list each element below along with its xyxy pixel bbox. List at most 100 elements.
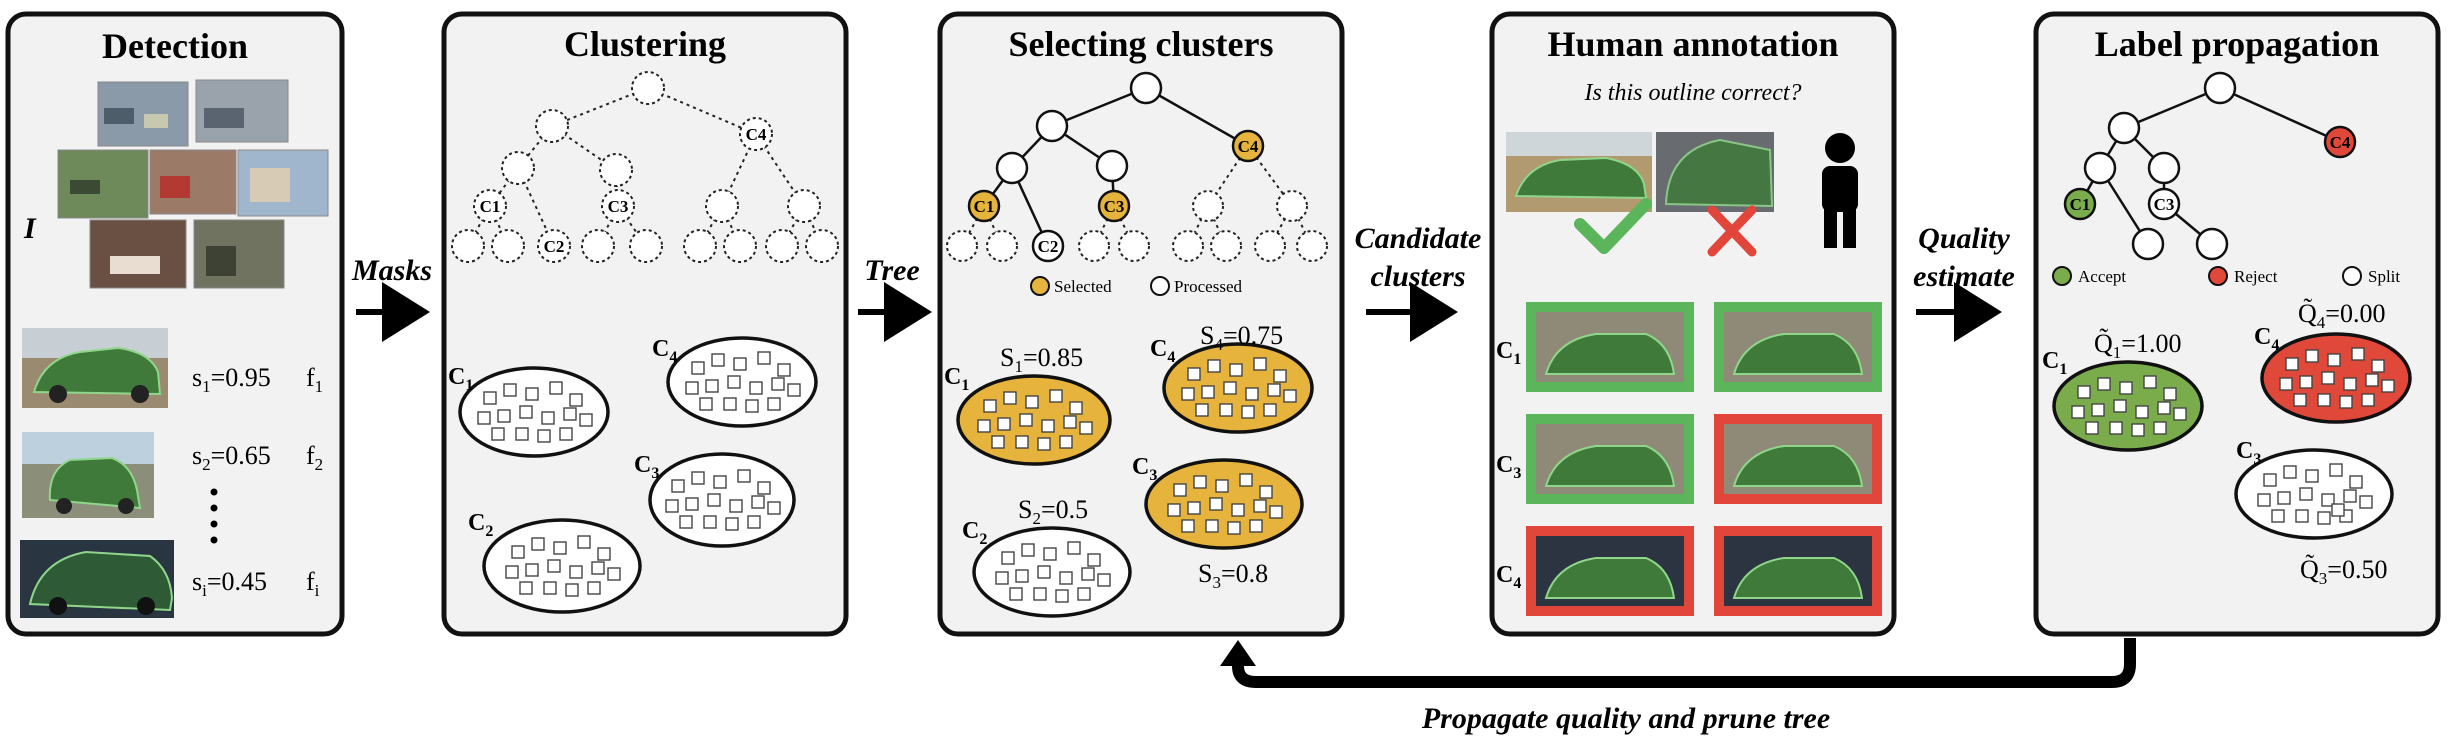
cluster-member	[707, 493, 721, 507]
more-items-ellipsis	[210, 488, 218, 544]
cluster-member	[577, 535, 591, 549]
cluster-member	[2327, 353, 2341, 367]
cluster-member	[2351, 347, 2365, 361]
annotation-row-label-c3: C3	[1496, 452, 1521, 482]
detected-car-3	[20, 540, 174, 618]
cluster-member	[537, 429, 551, 443]
tree-label: Tree	[864, 254, 920, 287]
cluster-member	[1263, 403, 1277, 417]
candidate-label-line1: Candidate	[1355, 222, 1482, 255]
cluster-label-c3: C3	[634, 452, 659, 482]
processed-cluster-label-c2: C2	[962, 518, 987, 548]
detected-car-2	[22, 432, 154, 518]
cluster-member	[1269, 505, 1283, 519]
selected-cluster-score-c4: S4=0.75	[1200, 321, 1283, 354]
cluster-member	[1033, 587, 1047, 601]
cluster-member	[547, 559, 561, 573]
check-icon	[1574, 198, 1652, 254]
selected-cluster-label-c3: C3	[1132, 454, 1157, 484]
tree-node-c4-selected: C4	[1238, 137, 1259, 156]
human-annotator-icon	[1822, 133, 1858, 248]
cluster-member	[737, 469, 751, 483]
cluster-member	[1249, 519, 1263, 533]
cluster-member	[1059, 435, 1073, 449]
cluster-member	[1173, 483, 1187, 497]
cluster-member	[531, 537, 545, 551]
cluster-member	[2359, 495, 2373, 509]
cluster-member	[767, 501, 781, 515]
cluster-member	[1187, 501, 1201, 515]
split-legend-label: Split	[2368, 267, 2400, 286]
selected-cluster-score-c3: S3=0.8	[1198, 559, 1268, 592]
car-mask-1	[32, 346, 162, 396]
quality-score-c4: Q̃4=0.00	[2298, 299, 2385, 332]
cluster-member	[1043, 547, 1057, 561]
cluster-member	[749, 381, 763, 395]
annotation-title: Human annotation	[1547, 24, 1838, 64]
cluster-label-c1: C1	[448, 364, 473, 394]
cluster-member	[2135, 405, 2149, 419]
cluster-member	[705, 379, 719, 393]
feature-i: fi	[306, 567, 320, 600]
accept-legend-swatch	[2052, 266, 2072, 286]
cluster-member	[751, 495, 765, 509]
cluster-member	[1187, 367, 1201, 381]
propagation-legend: Accept Reject Split	[2052, 266, 2400, 286]
feedback-arrow: Propagate quality and prune tree	[1220, 638, 2136, 735]
cluster-member	[1207, 359, 1221, 373]
candidate-clusters-arrow: Candidate clusters	[1355, 222, 1482, 342]
car-mask	[1544, 445, 1676, 487]
detection-title: Detection	[102, 26, 248, 66]
detected-car-1	[22, 328, 168, 408]
accept-legend-label: Accept	[2078, 267, 2126, 286]
cluster-member	[1201, 385, 1215, 399]
image-collage	[57, 79, 329, 289]
cluster-member	[2173, 407, 2187, 421]
cluster-member	[747, 515, 761, 529]
cluster-member	[703, 515, 717, 529]
car-mask	[1544, 333, 1676, 375]
cluster-member	[777, 363, 791, 377]
cluster-member	[515, 427, 529, 441]
bedroom-thumbnail	[89, 219, 187, 289]
cluster-member	[699, 397, 713, 411]
cluster-member	[1283, 389, 1297, 403]
cluster-member	[733, 357, 747, 371]
cluster-member	[685, 497, 699, 511]
clustering-panel: Clustering	[441, 11, 849, 637]
cluster-member	[2091, 403, 2105, 417]
cluster-member	[2257, 493, 2271, 507]
cluster-member	[2163, 387, 2177, 401]
reject-legend-swatch	[2208, 266, 2228, 286]
cluster-member	[685, 381, 699, 395]
cluster-member	[579, 413, 593, 427]
cluster-member	[1015, 435, 1029, 449]
cluster-member	[725, 517, 739, 531]
cluster-member	[519, 405, 533, 419]
cluster-member	[1037, 565, 1051, 579]
cluster-member	[1067, 541, 1081, 555]
tree-node-c3-selected: C3	[1104, 197, 1125, 216]
cluster-member	[1049, 389, 1063, 403]
cluster-member	[1241, 405, 1255, 419]
cluster-member	[2077, 385, 2091, 399]
cluster-member	[1055, 589, 1069, 603]
quality-label-line2: estimate	[1913, 260, 2015, 293]
cluster-members-clustering	[477, 351, 801, 597]
processed-legend-label: Processed	[1174, 277, 1242, 296]
cluster-member	[483, 391, 497, 405]
cluster-member	[1021, 543, 1035, 557]
cluster-member	[519, 581, 533, 595]
cluster-member	[1097, 573, 1111, 587]
cluster-member	[2381, 379, 2395, 393]
cluster-member	[525, 387, 539, 401]
cluster-member	[2321, 493, 2335, 507]
tree-node-c2-processed: C2	[1038, 237, 1059, 256]
processed-legend-swatch	[1150, 276, 1170, 296]
cluster-member	[553, 541, 567, 555]
score-2: s2=0.65	[192, 441, 271, 474]
cluster-member	[1003, 391, 1017, 405]
selected-cluster-label-c1: C1	[944, 364, 969, 394]
cluster-member	[525, 563, 539, 577]
cluster-members-selecting	[977, 357, 1297, 603]
